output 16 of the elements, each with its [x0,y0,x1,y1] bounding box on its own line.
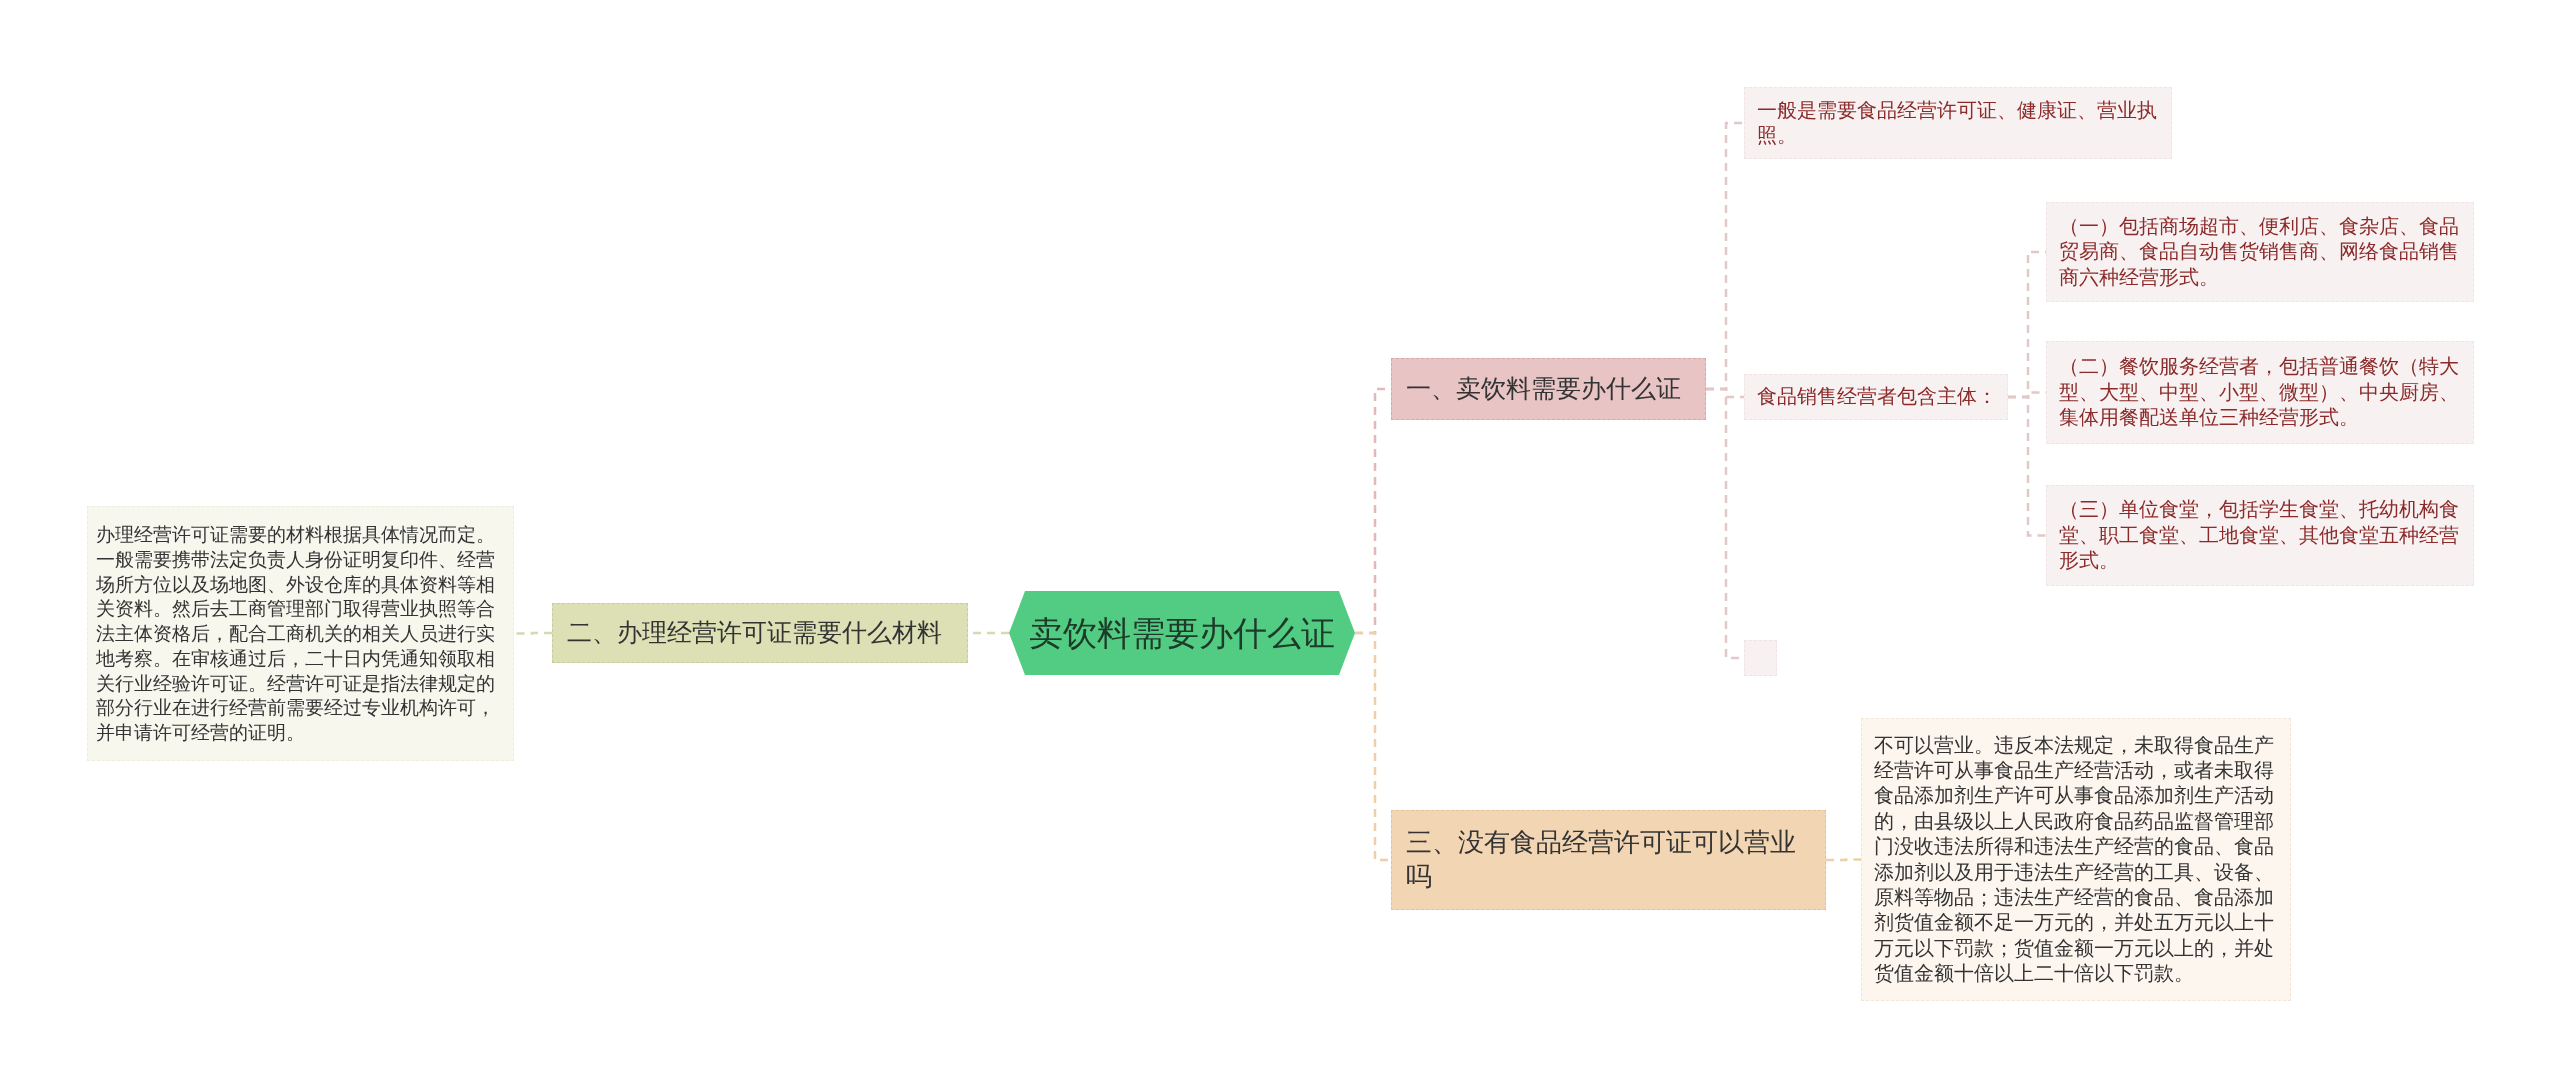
connector-line [1826,858,1861,862]
note-box: （一）包括商场超市、便利店、食杂店、食品贸易商、食品自动售货销售商、网络食品销售商六种经营形式。 [2046,202,2474,302]
note-box: 一般是需要食品经营许可证、健康证、营业执照。 [1744,87,2172,159]
connector-line [1355,631,1391,862]
note-box: （二）餐饮服务经营者，包括普通餐饮（特大型、大型、中型、小型、微型）、中央厨房、集体用餐配送单位三种经营形式。 [2046,341,2474,444]
topic-box: 一、卖饮料需要办什么证 [1391,358,1706,420]
note-box: 办理经营许可证需要的材料根据具体情况而定。一般需要携带法定负责人身份证明复印件、经营场所方位以及场地图、外设仓库的具体资料等相关资料。然后去工商管理部门取得营业执照等合法主体资格后，配合工商机关的相关人员进行实地考察。在审核通过后，二十日内凭通知领取相关行业经验许可证。经营许可证是指法律规定的部分行业在进行经营前需要经过专业机构许可，并申请许可经营的证明。 [87,506,514,761]
topic-box: 三、没有食品经营许可证可以营业吗 [1391,810,1826,910]
connector-line [2008,395,2046,537]
note-box: 不可以营业。违反本法规定，未取得食品生产经营许可从事食品生产经营活动，或者未取得食品添加剂生产许可从事食品添加剂生产活动的，由县级以上人民政府食品药品监督管理部门没收违法所得和违法生产经营的食品、食品添加剂以及用于违法生产经营的工具、设备、原料等物品；违法生产经营的食品、食品添加剂货值金额不足一万元的，并处五万元以上十万元以下罚款；货值金额一万元以上的，并处货值金额十倍以上二十倍以下罚款。 [1861,718,2291,1001]
empty-box [1744,640,1777,676]
note-box: 食品销售经营者包含主体： [1744,374,2008,420]
topic-box: 二、办理经营许可证需要什么材料 [552,603,968,663]
connector-line [514,631,552,635]
central-topic-hexagon: 卖饮料需要办什么证 [1009,591,1355,675]
note-box: （三）单位食堂，包括学生食堂、托幼机构食堂、职工食堂、工地食堂、其他食堂五种经营形式。 [2046,485,2474,586]
